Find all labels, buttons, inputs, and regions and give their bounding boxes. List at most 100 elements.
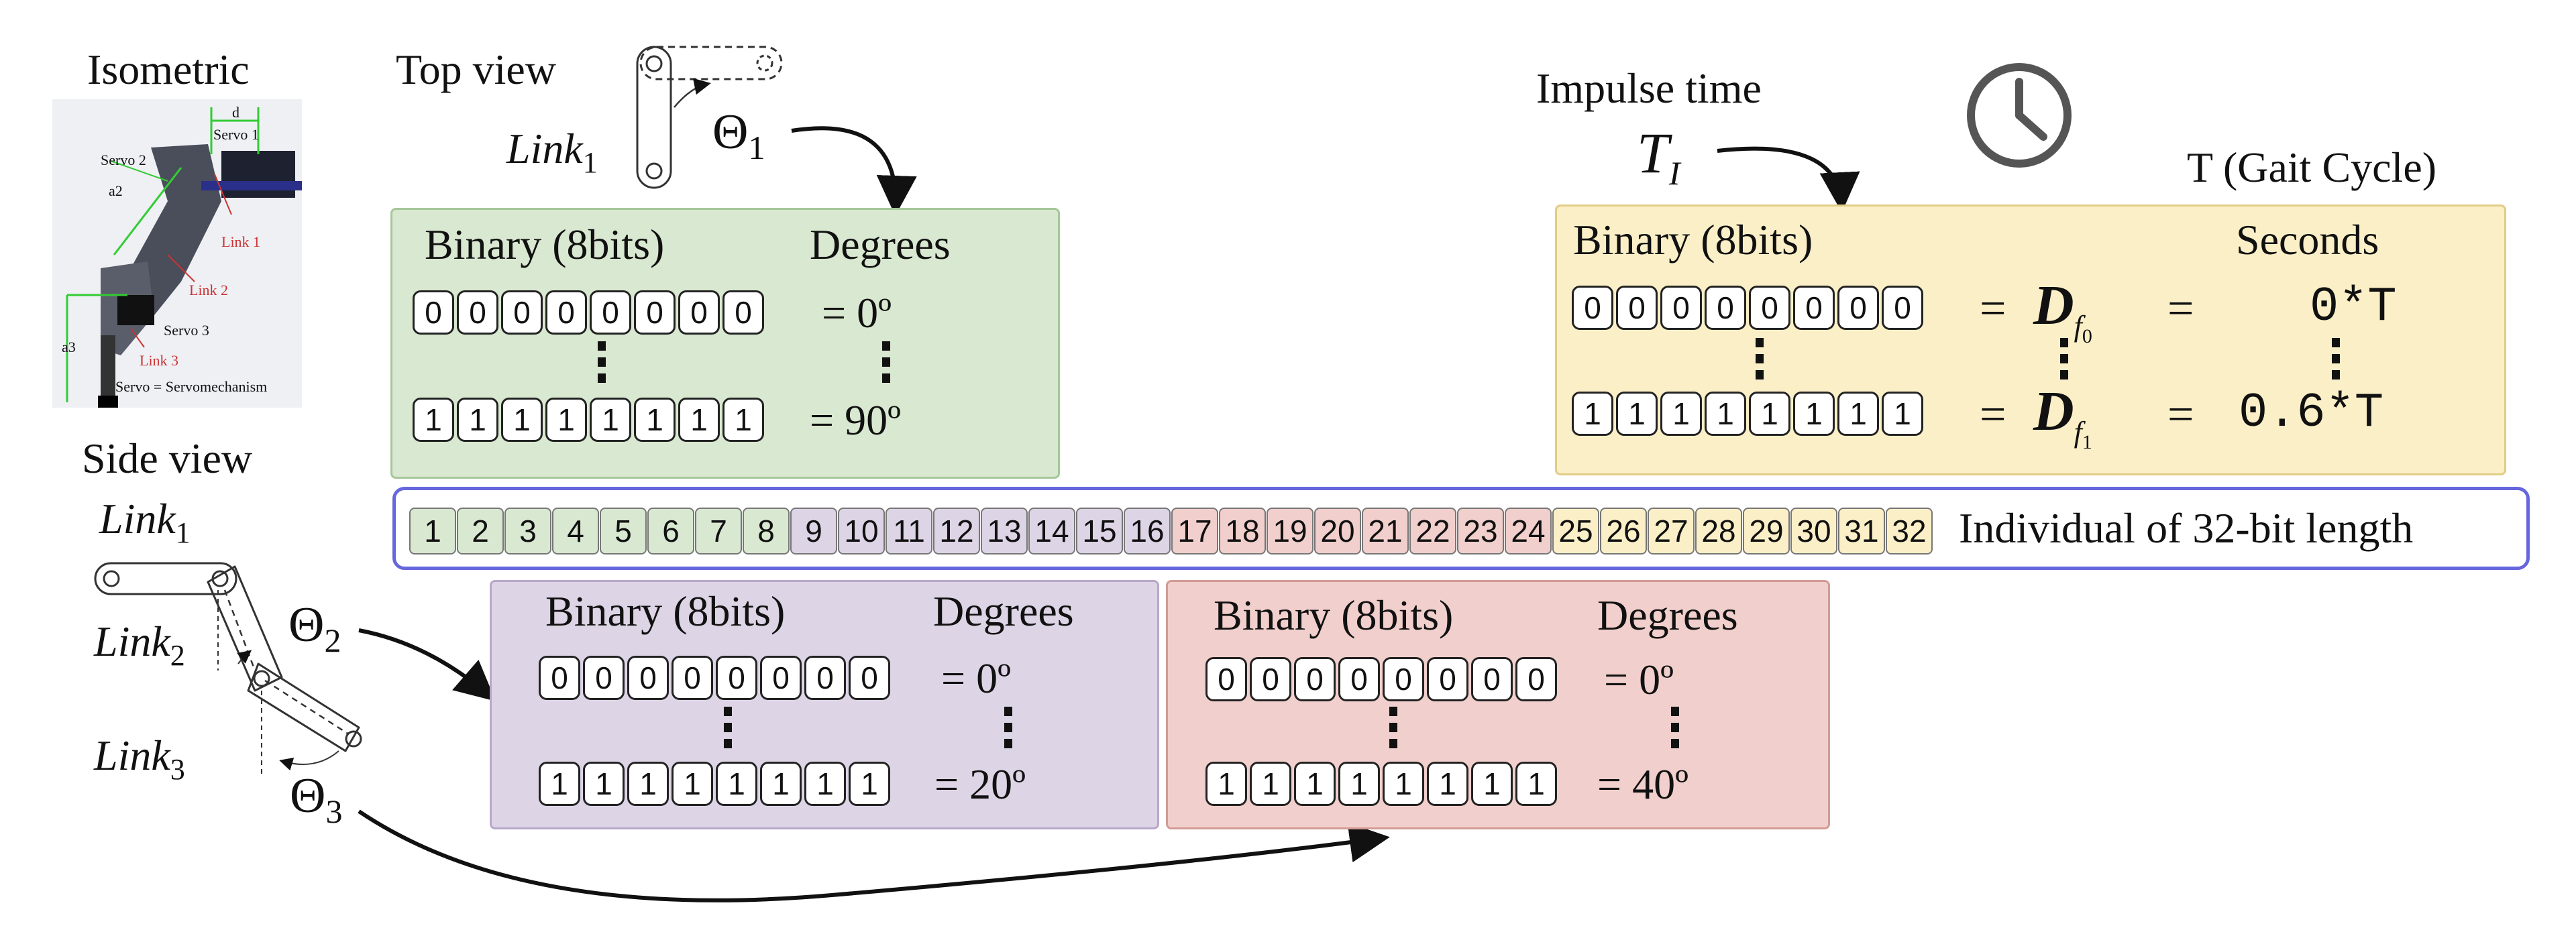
bit: 1 [849,762,890,806]
individual-bit-cell: 16 [1124,508,1171,554]
bit: 1 [1749,392,1790,436]
individual-bit-cell: 31 [1838,508,1885,554]
impulse-d-ellipsis [2060,338,2068,380]
bit: 1 [804,762,846,806]
bit: 0 [1205,657,1247,701]
theta2-max-value: = 20º [934,760,1026,808]
theta1-label: Θ1 [712,105,765,166]
individual-bit-cell: 20 [1314,508,1361,554]
individual-bit-cell: 21 [1362,508,1409,554]
impulse-binary-header: Binary (8bits) [1573,216,1813,264]
top-view-title: Top view [396,46,557,93]
bit: 0 [1294,657,1336,701]
bit: 1 [672,762,713,806]
dim-a3-label: a3 [62,339,76,355]
impulse-arrow [1717,146,1860,213]
individual-bit-cell: 19 [1267,508,1313,554]
bit: 1 [1616,392,1658,436]
link1-label: Link 1 [221,233,261,250]
individual-bit-cell: 5 [600,508,647,554]
bit: 1 [716,762,757,806]
theta1-max-value: = 90º [810,396,901,444]
individual-bit-cell: 18 [1219,508,1266,554]
isometric-robot-illustration [52,99,302,408]
individual-bit-cell: 7 [695,508,742,554]
top-view-link-label: Link1 [506,125,598,179]
bit: 0 [722,290,764,335]
gait-cycle-label: T (Gait Cycle) [2187,143,2437,191]
bit: 1 [457,398,498,442]
bit: 1 [590,398,631,442]
theta3-min-value: = 0º [1604,656,1674,703]
bit: 1 [1205,762,1247,806]
individual-bit-cell: 12 [933,508,980,554]
servo2-label: Servo 2 [101,152,146,168]
individual-bit-cell: 14 [1028,508,1075,554]
bit: 1 [1294,762,1336,806]
bit: 1 [634,398,676,442]
bit: 0 [849,656,890,700]
bit: 0 [413,290,454,335]
clock-icon [1967,63,2072,168]
bit: 1 [1338,762,1380,806]
theta3-degree-ellipsis [1671,707,1679,748]
bit: 1 [583,762,625,806]
bit: 0 [1837,286,1879,330]
bit: 0 [1705,286,1746,330]
individual-bit-cell: 27 [1648,508,1695,554]
individual-bit-cell: 30 [1790,508,1837,554]
impulse-min-equals-2: = [2167,283,2194,335]
servo1-label: Servo 1 [213,126,259,143]
bit: 0 [716,656,757,700]
theta2-degree-ellipsis [1004,707,1012,748]
impulse-max-equals-2: = [2167,389,2194,441]
bit: 0 [1250,657,1291,701]
individual-bit-cell: 32 [1886,508,1933,554]
individual-bit-cell: 24 [1505,508,1552,554]
bit: 1 [1427,762,1468,806]
bit: 0 [1471,657,1513,701]
bit: 0 [1660,286,1702,330]
individual-bit-cell: 29 [1743,508,1790,554]
theta2-binary-header: Binary (8bits) [545,587,786,635]
individual-bit-cell: 13 [981,508,1028,554]
theta3-degrees-header: Degrees [1597,591,1738,639]
bit: 0 [457,290,498,335]
individual-bit-cell: 8 [743,508,790,554]
theta1-bits-ellipsis [598,341,606,383]
impulse-max-seconds: 0.6*T [2239,386,2384,441]
bit: 0 [1515,657,1557,701]
individual-bit-cell: 6 [647,508,694,554]
servo-caption: Servo = Servomechanism [115,378,268,395]
bit: 1 [1515,762,1557,806]
individual-bit-cell: 1 [409,508,456,554]
bit: 0 [1793,286,1835,330]
theta1-degrees-header: Degrees [810,221,951,268]
bit: 0 [1427,657,1468,701]
bit: 1 [627,762,669,806]
bit: 0 [804,656,846,700]
theta1-binary-header: Binary (8bits) [425,221,665,268]
theta2-arrow [358,628,496,701]
bit: 0 [583,656,625,700]
impulse-seconds-ellipsis [2332,338,2340,380]
individual-bit-cell: 2 [457,508,504,554]
dim-d-label: d [232,104,239,121]
df0-symbol: Df0 [2033,274,2092,347]
bit: 0 [634,290,676,335]
bit: 0 [760,656,802,700]
individual-bit-cell: 28 [1695,508,1742,554]
bit: 0 [1882,286,1923,330]
link3-label: Link 3 [140,352,179,369]
theta2-degrees-header: Degrees [933,587,1074,635]
impulse-min-seconds: 0*T [2310,280,2397,335]
bit: 0 [590,290,631,335]
individual-bit-cell: 11 [885,508,932,554]
